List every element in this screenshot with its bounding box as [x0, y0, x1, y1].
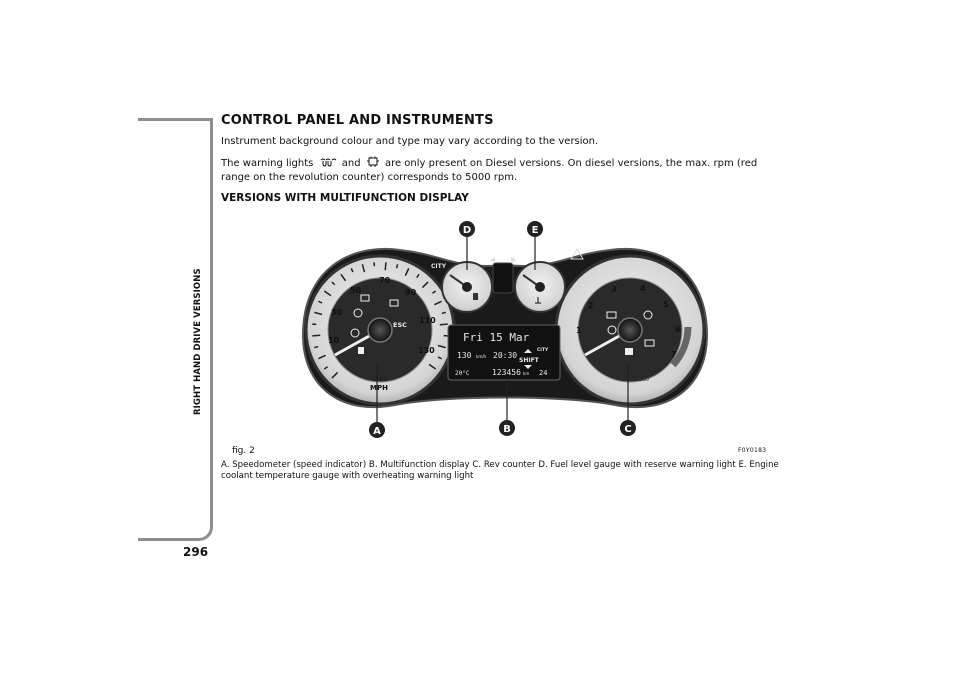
rpm-unit: rpm x 1000 — [620, 377, 649, 383]
speed-tick-mark — [441, 311, 446, 315]
speed-tick-mark — [395, 264, 399, 269]
warning-icon — [625, 348, 633, 355]
speed-tick-mark — [428, 363, 437, 370]
speed-tick-mark — [384, 262, 387, 271]
display-speed-unit: km/h — [476, 354, 487, 359]
rpm-tick-2: 2 — [588, 301, 594, 310]
callout-b-label: B — [503, 424, 511, 435]
coolant-icon — [535, 297, 541, 304]
callout-e — [527, 221, 543, 237]
speed-tick-mark — [421, 281, 429, 289]
subheading: VERSIONS WITH MULTIFUNCTION DISPLAY — [221, 192, 469, 204]
speed-unit-kmh: km/h — [372, 376, 387, 383]
warning-icon — [360, 294, 370, 302]
speed-tick-mark — [314, 345, 319, 349]
callout-e-label: E — [532, 225, 539, 236]
display-time: 20:30 — [493, 351, 517, 360]
callout-d — [459, 221, 475, 237]
speed-tick-mark — [331, 281, 336, 286]
warning-icon — [353, 308, 363, 318]
fuel-gauge — [441, 261, 493, 313]
warning-icon — [358, 347, 364, 354]
display-odometer: 123456 — [492, 368, 521, 377]
figure-caption: fig. 2 — [232, 446, 255, 456]
speed-tick-30: 30 — [331, 308, 343, 317]
speed-tick-70: 70 — [379, 276, 391, 285]
rpm-tick-3: 3 — [611, 285, 617, 294]
warning-icon — [643, 310, 653, 320]
speed-tick-mark — [318, 354, 326, 360]
speed-tick-mark — [437, 356, 442, 360]
speed-tick-90: 90 — [405, 288, 417, 297]
figure-code: F0Y0183 — [738, 447, 767, 454]
speed-tick-mark — [434, 300, 442, 306]
callout-c — [620, 420, 636, 436]
speed-tick-mark — [312, 334, 321, 337]
city-indicator-top: CITY — [431, 263, 447, 270]
speed-tick-mark — [331, 371, 339, 379]
speed-tick-110: 110 — [419, 316, 436, 325]
callout-d-label: D — [463, 225, 471, 236]
display-mode: CITY — [537, 347, 549, 353]
speed-tick-50: 50 — [350, 286, 362, 295]
glow-plug-icon — [319, 158, 337, 172]
speed-tick-mark — [340, 273, 347, 282]
speed-unit-mph: MPH — [370, 384, 388, 392]
intro-paragraph: Instrument background colour and type ma… — [221, 136, 599, 147]
speedometer: 10 30 50 70 90 110 130 km/h MPH ESC — [304, 254, 456, 406]
display-gear: 24 — [539, 369, 547, 377]
callout-a — [369, 422, 385, 438]
speed-tick-mark — [350, 268, 354, 273]
speed-tick-130: 130 — [418, 346, 435, 355]
page-margin-rule — [138, 118, 213, 541]
display-odometer-unit: km — [523, 371, 529, 376]
warning-icon — [644, 339, 655, 347]
callout-b — [499, 420, 515, 436]
speed-tick-mark — [437, 344, 446, 349]
display-speed: 130 — [457, 351, 472, 360]
speed-tick-10: 10 — [328, 336, 340, 345]
warning-icon — [606, 311, 617, 319]
speed-tick-mark — [361, 264, 366, 273]
speed-tick-mark — [431, 290, 437, 294]
speed-tick-mark — [318, 300, 323, 304]
rpm-tick-6: 6 — [675, 325, 681, 334]
speed-tick-mark — [314, 311, 323, 316]
callout-a-label: A — [373, 426, 381, 437]
tachometer: 1 2 3 4 5 6 7 rpm x 1000 — [554, 254, 706, 406]
fuel-pump-icon — [473, 293, 478, 300]
diesel-filter-icon — [366, 156, 380, 172]
temperature-gauge — [514, 261, 566, 313]
main-content: CONTROL PANEL AND INSTRUMENTS Instrument… — [221, 113, 781, 204]
rpm-tick-5: 5 — [663, 300, 669, 309]
instrument-panel-figure: 10 30 50 70 90 110 130 km/h MPH ESC 1 2 … — [295, 215, 715, 440]
speed-tick-mark — [323, 290, 332, 297]
rpm-tick-1: 1 — [576, 326, 582, 335]
page-number: 296 — [183, 545, 209, 559]
warning-icon — [389, 299, 399, 307]
warning-icon — [607, 325, 617, 335]
callout-c-label: C — [624, 424, 631, 435]
multifunction-display: Fri 15 Mar 130 km/h 20:30 CITY SHIFT 20°… — [447, 324, 561, 381]
rpm-tick-4: 4 — [640, 284, 646, 293]
speed-tick-mark — [416, 273, 420, 279]
shift-arrows-icon — [524, 349, 532, 369]
speed-tick-mark — [439, 323, 448, 326]
esc-label: ESC — [393, 321, 407, 329]
display-temperature: 20°C — [455, 370, 470, 377]
turn-signal-icon — [490, 257, 516, 263]
section-label: RIGHT HAND DRIVE VERSIONS — [193, 268, 203, 415]
speed-tick-mark — [323, 366, 329, 370]
warning-icon — [350, 328, 360, 338]
diesel-note: The warning lights and are only present … — [221, 156, 758, 183]
figure-legend: A. Speedometer (speed indicator) B. Mult… — [221, 460, 779, 481]
speed-tick-mark — [404, 268, 410, 276]
display-shift: SHIFT — [519, 357, 540, 364]
page-title: CONTROL PANEL AND INSTRUMENTS — [221, 113, 494, 128]
rpm-tick-7: 7 — [671, 350, 677, 359]
hazard-icon — [570, 248, 584, 260]
display-date: Fri 15 Mar — [463, 331, 530, 344]
